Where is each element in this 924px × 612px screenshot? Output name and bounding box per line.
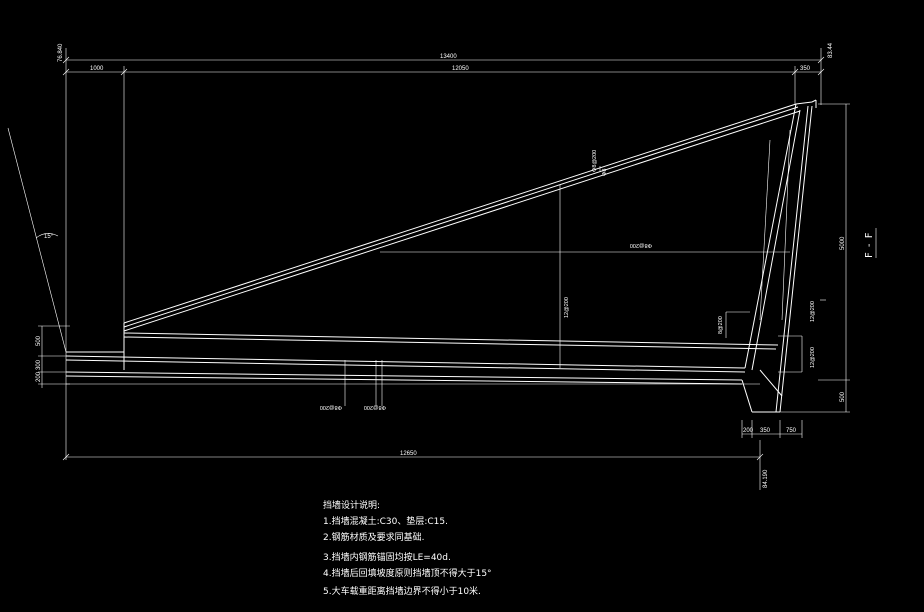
rebar-wall-left: 8@200 [718,316,724,334]
dim-left-h2: 300 [36,359,42,370]
dim-total-top: 13400 [440,54,457,60]
section-label: F - F [864,232,875,258]
left-dimensions: 500 300 200 [36,325,70,388]
dim-bottom-total: 12650 [400,451,417,457]
note-item: 4.挡墙后回填坡度原则挡墙顶不得大于15° [323,567,492,579]
bottom-dimensions: 200 350 750 12650 84.190 [62,420,803,490]
rebar-guides [344,166,826,406]
dim-left-offset: 1000 [90,66,104,72]
rebar-bottom-2: Φ8@200 [364,404,386,410]
dim-base-w2: 350 [760,428,771,434]
rebar-wall-right1: 12@200 [810,301,816,322]
elev-bottom: 84.190 [763,469,769,488]
angle-label: 15° [44,234,54,240]
base-slab [65,332,779,385]
notes-title: 挡墙设计说明: [323,499,380,511]
rebar-bottom-1: Φ8@200 [320,404,342,410]
dim-base-w3: 750 [786,428,797,434]
design-notes: 挡墙设计说明: 1.挡墙混凝土:C30、垫层:C15. 2.钢筋材质及要求同基础… [323,499,492,597]
dim-base-w1: 200 [743,428,754,434]
note-item: 2.钢筋材质及要求同基础. [323,531,424,543]
slope-lines: 15° [7,103,801,370]
note-item: 1.挡墙混凝土:C30、垫层:C15. [323,515,448,527]
elev-top-left: 76.840 [58,43,64,62]
rebar-top-slope-2: Φ8 [602,169,608,176]
dim-right-height: 5000 [840,236,846,250]
rebar-horizontal: Φ8@200 [630,242,652,248]
rebar-vertical-mid: 12@200 [564,297,570,318]
dim-left-h1: 500 [36,335,42,346]
top-dimension-chain: 13400 1000 12050 350 76.840 83.44 [58,42,834,460]
dim-base-height: 500 [840,391,846,402]
dim-right-wall: 350 [800,66,811,72]
note-item: 5.大车载重距离挡墙边界不得小于10米. [323,585,481,597]
note-item: 3.挡墙内钢筋锚固均按LE=40d. [323,551,451,563]
rebar-top-slope: Φ8@200 [592,150,598,172]
rebar-wall-right2: 12@200 [810,347,816,368]
rebar-labels: Φ8@200 Φ8 Φ8@200 12@200 8@200 12@200 12@… [320,150,816,410]
dim-middle-span: 12050 [452,66,469,72]
right-dimensions: 5000 500 F - F [780,103,877,413]
retaining-wall [741,99,817,413]
dim-left-h3: 200 [36,371,42,382]
elev-top-right: 83.44 [828,42,834,58]
